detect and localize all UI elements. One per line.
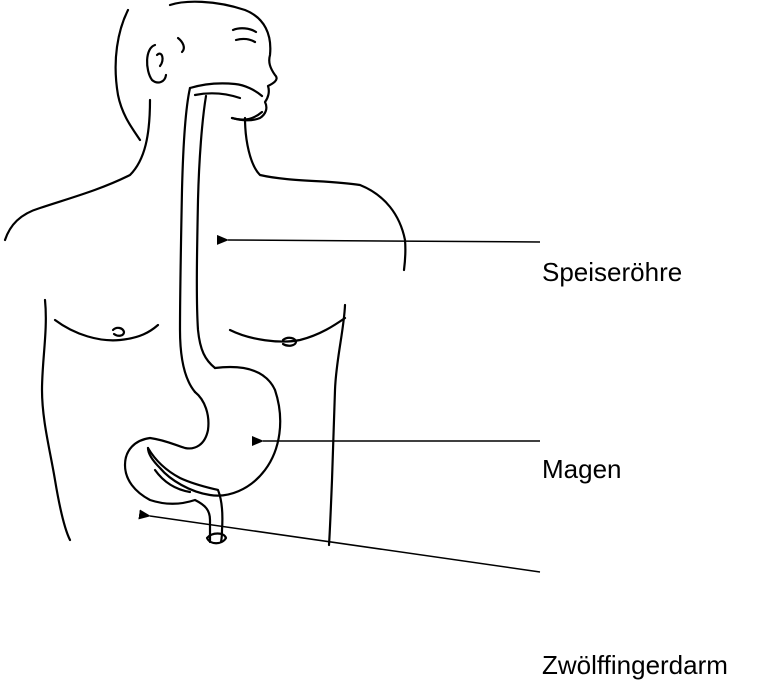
- label-stomach: Magen: [542, 456, 622, 482]
- pointer-arrows: [150, 240, 540, 572]
- head-outline: [116, 2, 277, 140]
- arrow-esophagus: [228, 240, 540, 242]
- arrow-duodenum: [150, 516, 540, 572]
- torso-outline: [5, 100, 405, 545]
- label-esophagus: Speiseröhre: [542, 259, 682, 285]
- label-duodenum: Zwölffingerdarm: [542, 652, 728, 678]
- digestive-tract: [125, 83, 280, 543]
